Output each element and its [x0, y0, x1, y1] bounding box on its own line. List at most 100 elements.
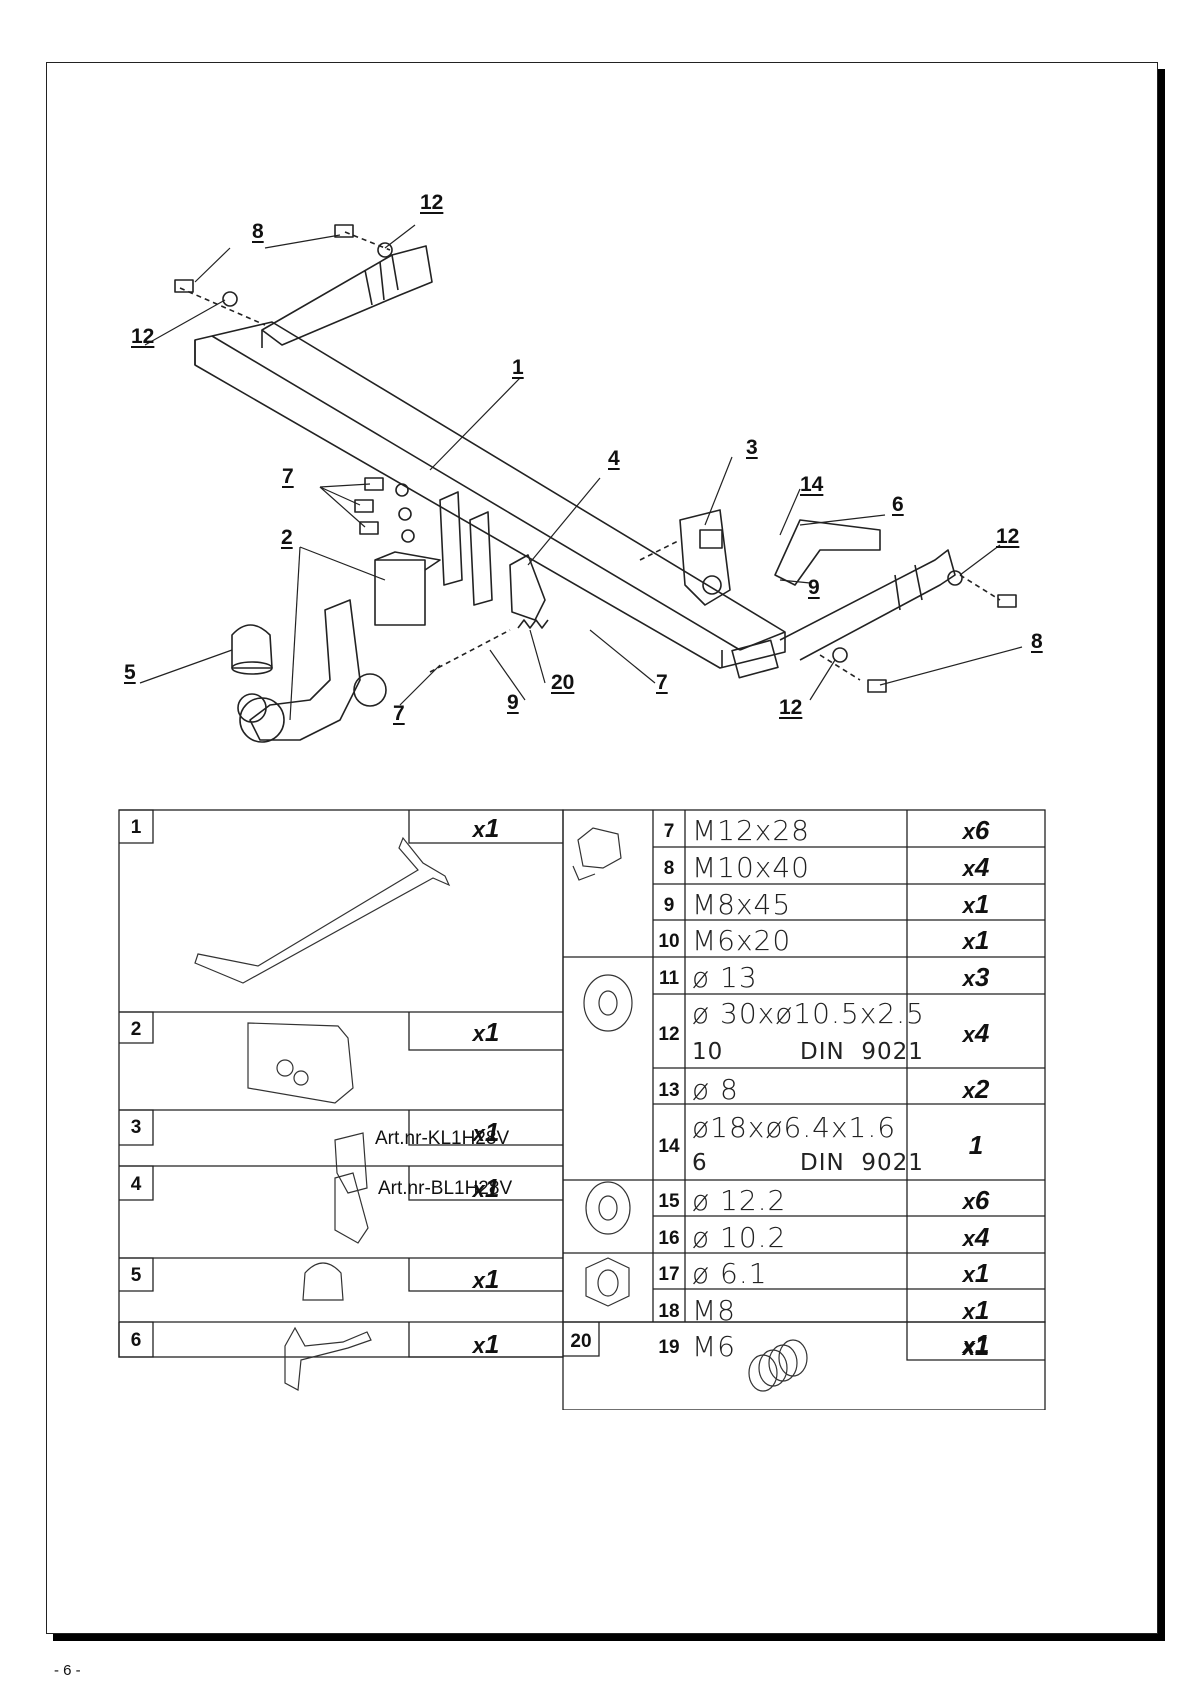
part-number: 11: [658, 968, 680, 989]
tow-ball-cover: [231, 624, 273, 669]
callout-12: 12: [779, 696, 803, 719]
part-number: 20: [570, 1331, 592, 1352]
main-crossbeam: [194, 321, 786, 669]
callout-6: 6: [892, 493, 904, 516]
part-number: 4: [130, 1174, 142, 1195]
exploded-assembly-diagram: [139, 224, 1023, 743]
thumb-socket-plate: [334, 1132, 368, 1194]
part-number: 17: [658, 1264, 680, 1285]
centre-bracket-left: [439, 491, 463, 586]
part-number: 2: [130, 1019, 142, 1040]
part-quantity: x1: [962, 1258, 990, 1288]
thumb-ball-cover: [302, 1262, 344, 1301]
part-number: 7: [663, 821, 675, 842]
thumb-spring: [748, 1339, 808, 1392]
tow-ball-neck: [249, 599, 361, 741]
callout-8: 8: [252, 220, 264, 243]
page-number: - 6 -: [54, 1662, 81, 1679]
callout-8: 8: [1031, 630, 1043, 653]
parts-list-grid: [118, 809, 1046, 1410]
part-quantity: x1: [472, 813, 500, 843]
part-quantity: x3: [962, 962, 990, 992]
callout-7: 7: [656, 671, 668, 694]
part-quantity: x2: [962, 1074, 990, 1104]
part-number: 10: [658, 931, 680, 952]
thumb-bracket: [334, 1172, 369, 1244]
part-spec: M6x20: [692, 924, 792, 957]
part-quantity: x1: [962, 1295, 990, 1325]
callout-14: 14: [800, 473, 824, 496]
part-number: 6: [130, 1330, 142, 1351]
part-quantity: x1: [472, 1117, 500, 1147]
callout-12: 12: [996, 525, 1020, 548]
part-spec: M6: [692, 1330, 736, 1363]
part-quantity: x4: [962, 1018, 990, 1048]
thumb-bolt: [572, 827, 622, 881]
part-quantity: x6: [962, 1185, 990, 1215]
part-number: 9: [663, 895, 675, 916]
callout-7: 7: [282, 465, 294, 488]
part-number: 13: [658, 1080, 680, 1101]
part-spec-size: 6: [692, 1150, 708, 1176]
part-quantity: x1: [962, 1331, 990, 1361]
part-number: 19: [658, 1337, 680, 1358]
part-spec: M8x45: [692, 888, 792, 921]
part-quantity: 1: [968, 1130, 984, 1160]
socket-plate: [679, 509, 731, 606]
part-quantity: x1: [962, 889, 990, 919]
article-number: Art.nr-BL1H28V: [378, 1178, 513, 1199]
part-spec: ø 12.2: [692, 1184, 787, 1217]
part-spec-standard: DIN 9021: [800, 1039, 924, 1065]
thumb-spring-washer: [585, 1181, 631, 1235]
callout-1: 1: [512, 356, 524, 379]
left-mounting-arm: [261, 245, 433, 346]
part-quantity: x1: [962, 925, 990, 955]
callout-2: 2: [281, 526, 293, 549]
part-quantity: x1: [962, 1329, 990, 1359]
part-number: 8: [663, 858, 675, 879]
part-number: 12: [658, 1024, 680, 1045]
part-quantity: x1: [472, 1017, 500, 1047]
part-spec: M12x28: [692, 814, 810, 847]
callout-5: 5: [124, 661, 136, 684]
callout-3: 3: [746, 436, 758, 459]
thumb-nut: [585, 1257, 630, 1307]
bracket-4: [509, 554, 546, 621]
part-quantity: x1: [472, 1173, 500, 1203]
socket-box: [374, 559, 426, 626]
thumb-electric-kit: [247, 1022, 354, 1104]
part-quantity: x4: [962, 1222, 990, 1252]
part-number: 5: [130, 1265, 142, 1286]
part-spec: ø 10.2: [692, 1221, 787, 1254]
part-spec: M10x40: [692, 851, 810, 884]
callout-9: 9: [808, 576, 820, 599]
spring: [517, 619, 549, 629]
drawing-frame: [46, 62, 1158, 1634]
part-number: 3: [130, 1117, 142, 1138]
part-spec: ø 6.1: [692, 1257, 768, 1290]
part-spec-size: 10: [692, 1039, 724, 1065]
part-quantity: x6: [962, 815, 990, 845]
part-spec: ø 13: [692, 961, 758, 994]
part-spec: ø 8: [692, 1073, 739, 1106]
part-quantity: x1: [472, 1329, 500, 1359]
callout-9: 9: [507, 691, 519, 714]
part-quantity: x4: [962, 852, 990, 882]
thumb-crossbeam: [194, 836, 451, 984]
part-spec: ø18xø6.4x1.6: [692, 1111, 897, 1144]
part-number: 1: [130, 817, 142, 838]
part-spec: M8: [692, 1294, 736, 1327]
thumb-support-bracket: [284, 1326, 372, 1391]
part-number: 16: [658, 1228, 680, 1249]
callout-7: 7: [393, 702, 405, 725]
callout-20: 20: [551, 671, 575, 694]
part-quantity: x1: [472, 1264, 500, 1294]
part-number: 14: [658, 1136, 680, 1157]
article-number: Art.nr-KL1H28V: [375, 1128, 510, 1149]
part-spec: ø 30xø10.5x2.5: [692, 997, 925, 1030]
support-bracket: [774, 519, 881, 586]
callout-12: 12: [420, 191, 444, 214]
thumb-washer: [583, 974, 633, 1032]
part-number: 15: [658, 1191, 680, 1212]
callout-12: 12: [131, 325, 155, 348]
